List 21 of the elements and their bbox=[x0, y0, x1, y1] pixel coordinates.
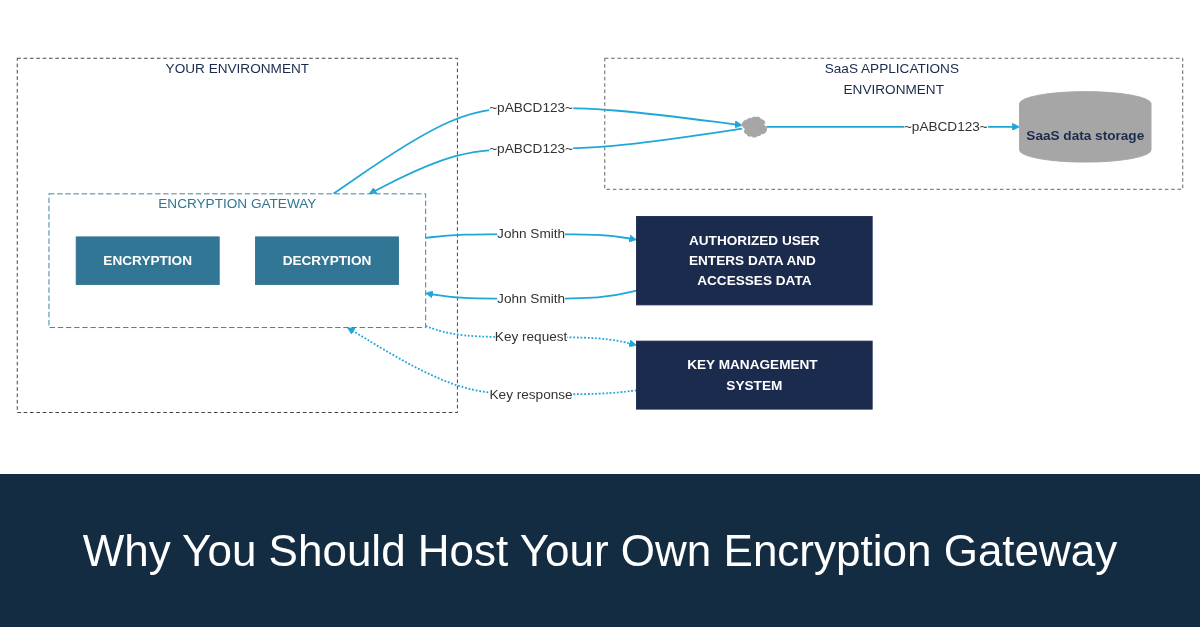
arrow bbox=[347, 326, 638, 395]
edge-label: John Smith bbox=[497, 225, 566, 241]
edge-label: Key response bbox=[489, 385, 573, 402]
flowchart: SaaS APPLICATIONS ENVIRONMENT YOUR ENVIRONMENT ~pABCD123~ ~pABCD123~ ~pABCD123~ John Smith John Smith Key request Key response ENCRYPTION GATEWAY ENCRYPTION DECRYPTION AUTHORIZED USER ENTERS DATA AND ACCESSES DATA KEY MANAGEMENT SYSTEM SaaS data storage bbox=[10, 50, 1190, 420]
node-box bbox=[636, 340, 873, 410]
node-cloud bbox=[741, 116, 768, 138]
arrow bbox=[424, 324, 637, 347]
edge-label: Key request bbox=[494, 328, 568, 344]
title: Why You Should Host Your Own Encryption Gateway bbox=[81, 524, 1119, 577]
cluster bbox=[16, 57, 458, 413]
edge-label: John Smith bbox=[497, 289, 566, 306]
node-box bbox=[636, 215, 873, 305]
arrow bbox=[368, 127, 744, 194]
edge-label: ~pABCD123~ bbox=[489, 98, 574, 115]
node-box bbox=[255, 236, 399, 285]
edge-label: ~pABCD123~ bbox=[489, 140, 574, 156]
arrow bbox=[332, 106, 743, 195]
edge-label: ~pABCD123~ bbox=[903, 118, 988, 134]
cluster bbox=[48, 193, 427, 328]
node-box bbox=[75, 236, 220, 285]
cluster bbox=[604, 57, 1184, 190]
